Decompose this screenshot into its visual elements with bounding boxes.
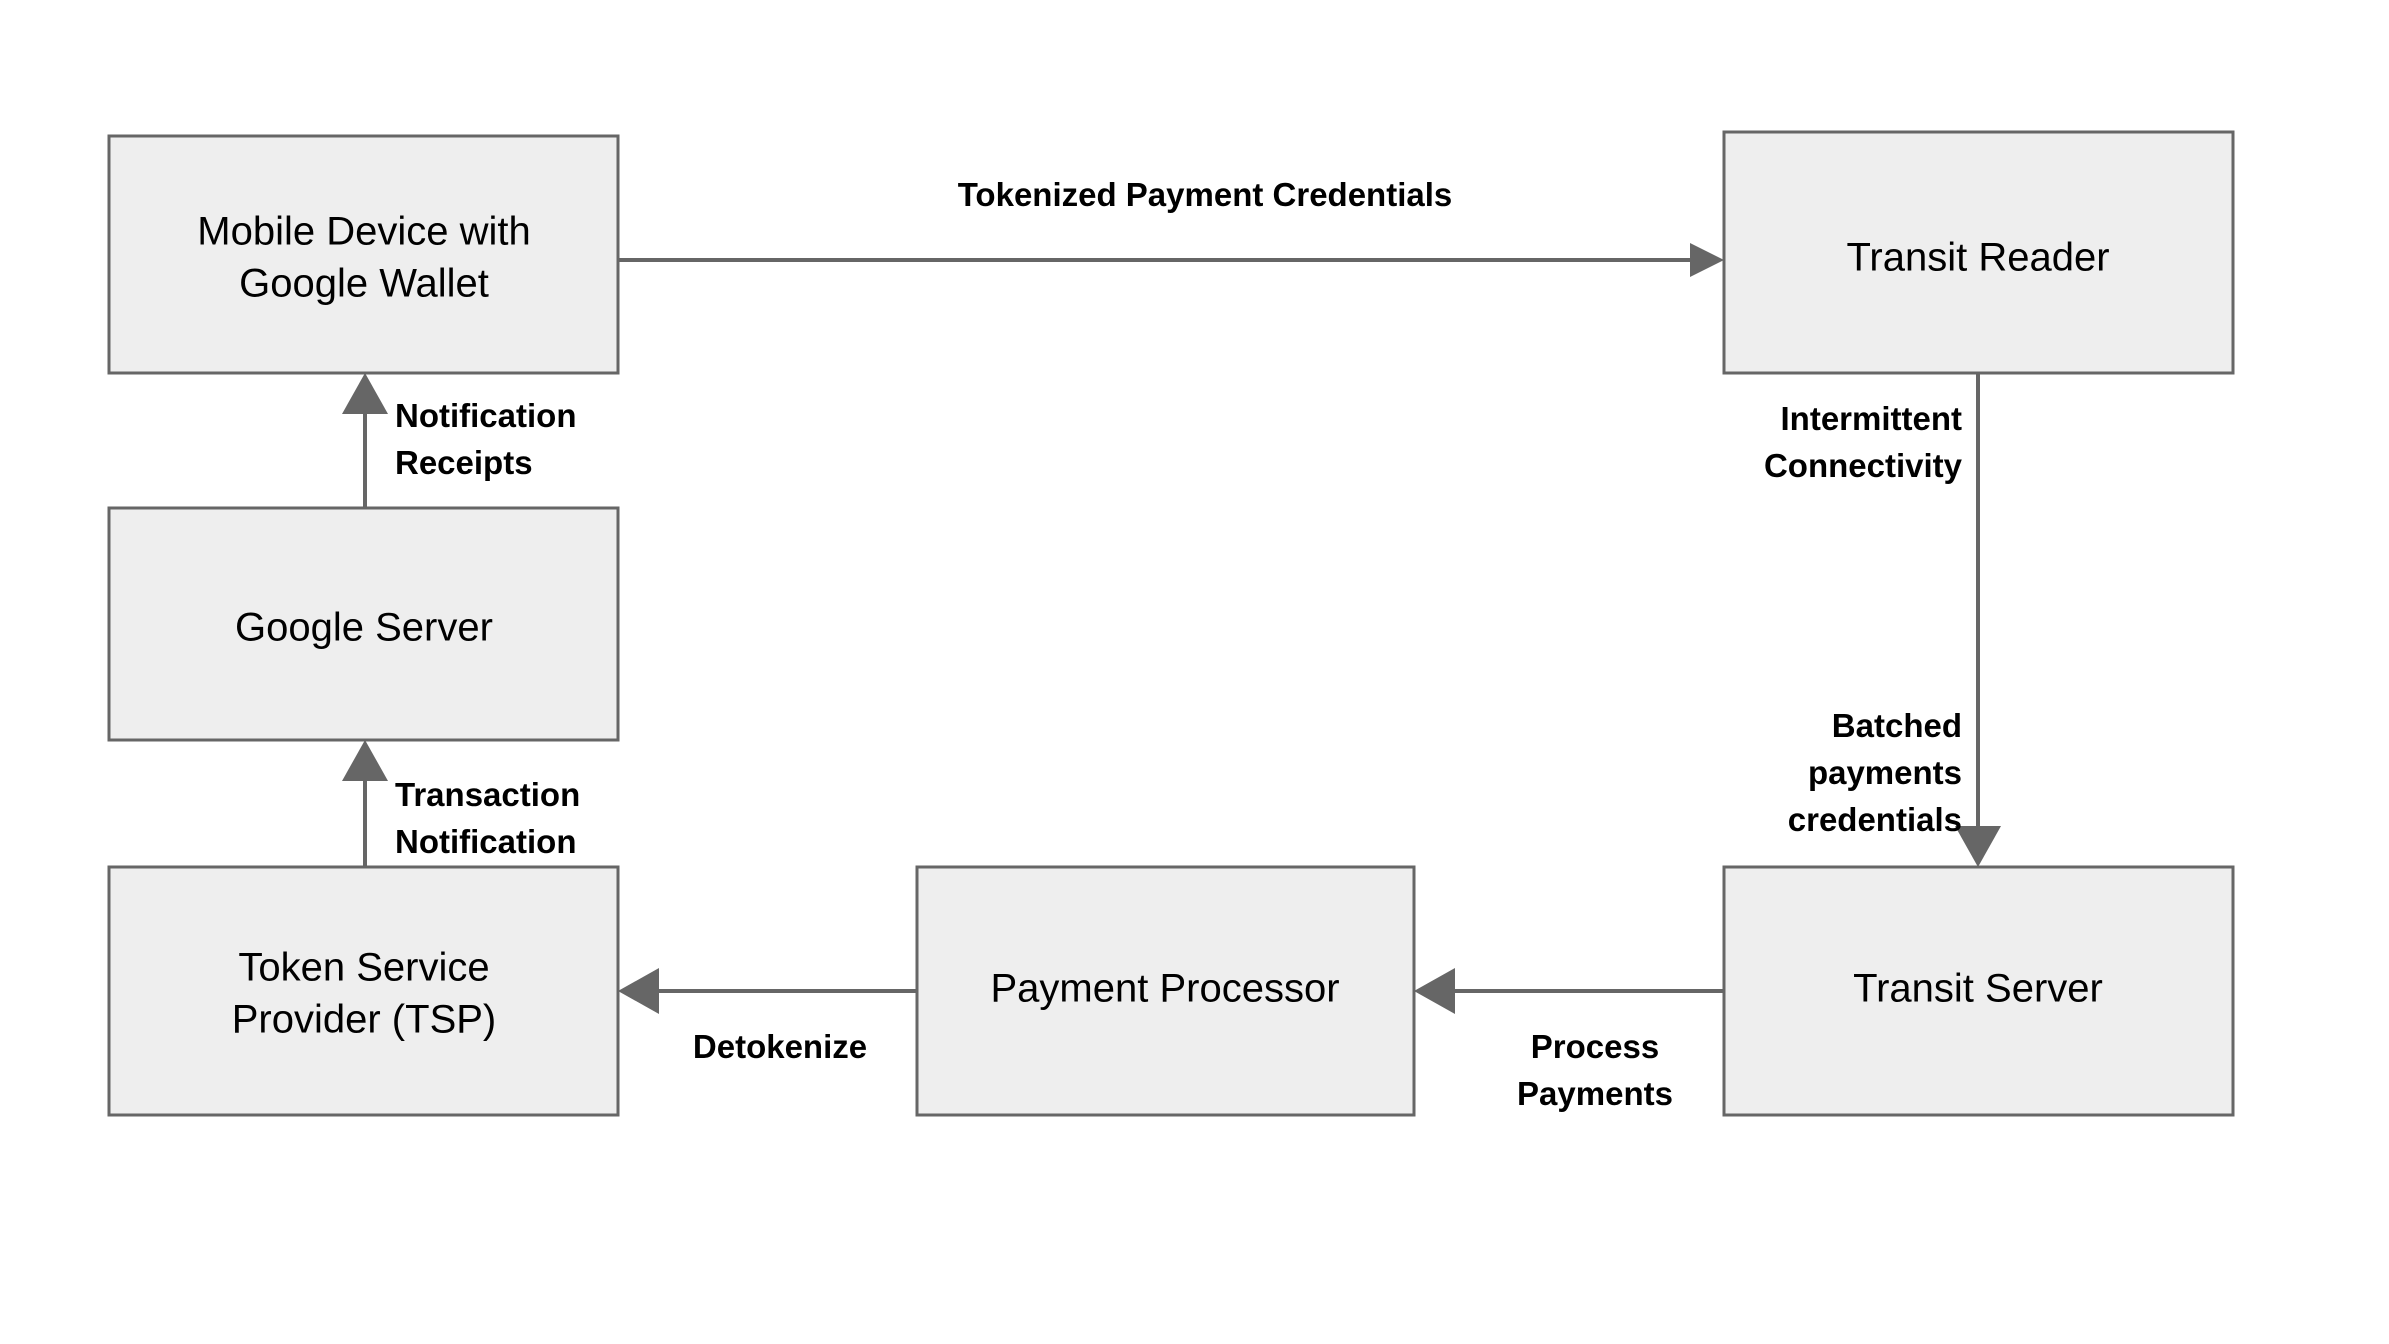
arrowhead-up-icon bbox=[342, 740, 388, 781]
edge-label-process-payments-line2: Payments bbox=[1517, 1075, 1673, 1112]
node-box-payment-processor[interactable] bbox=[915, 865, 1416, 1117]
node-mobile-device[interactable]: Mobile Device with Google Wallet bbox=[107, 134, 620, 375]
node-label-token-service-provider-line2: Provider (TSP) bbox=[232, 998, 497, 1042]
edge-label-detokenize: Detokenize bbox=[693, 1028, 867, 1065]
node-label-google-server: Google Server bbox=[235, 606, 493, 650]
edge-label-process-payments-line1: Process bbox=[1531, 1028, 1659, 1065]
node-payment-processor[interactable]: Payment Processor bbox=[915, 865, 1416, 1117]
edge-label-tokenized-payment-credentials: Tokenized Payment Credentials bbox=[958, 176, 1453, 213]
node-box-google-server[interactable] bbox=[107, 506, 620, 742]
node-transit-reader[interactable]: Transit Reader bbox=[1722, 130, 2235, 375]
edge-label-batched-payments-credentials-line2: payments bbox=[1808, 754, 1962, 791]
edge-process-payments: Process Payments bbox=[1414, 968, 1724, 1112]
node-box-transit-reader[interactable] bbox=[1722, 130, 2235, 375]
edge-tokenized-payment-credentials: Tokenized Payment Credentials bbox=[618, 176, 1724, 277]
edge-label-intermittent-connectivity-line1: Intermittent bbox=[1781, 400, 1963, 437]
node-label-payment-processor: Payment Processor bbox=[990, 967, 1339, 1011]
edge-label-transaction-notification-line2: Notification bbox=[395, 823, 576, 860]
arrowhead-down-icon bbox=[1955, 826, 2001, 867]
edge-label-batched-payments-credentials-line3: credentials bbox=[1788, 801, 1962, 838]
edge-label-transaction-notification-line1: Transaction bbox=[395, 776, 580, 813]
node-label-transit-reader: Transit Reader bbox=[1846, 236, 2109, 280]
edge-label-notification-receipts-line1: Notification bbox=[395, 397, 576, 434]
arrowhead-left-icon bbox=[1414, 968, 1455, 1014]
node-box-token-service-provider[interactable] bbox=[107, 865, 620, 1117]
node-label-mobile-device-line2: Google Wallet bbox=[239, 262, 489, 306]
arrowhead-up-icon bbox=[342, 373, 388, 414]
node-transit-server[interactable]: Transit Server bbox=[1722, 865, 2235, 1117]
edge-notification-receipts: Notification Receipts bbox=[342, 373, 576, 508]
node-label-token-service-provider-line1: Token Service bbox=[238, 946, 489, 990]
arrowhead-left-icon bbox=[618, 968, 659, 1014]
arrowhead-right-icon bbox=[1690, 243, 1724, 277]
node-token-service-provider[interactable]: Token Service Provider (TSP) bbox=[107, 865, 620, 1117]
node-box-mobile-device[interactable] bbox=[107, 134, 620, 375]
edge-detokenize: Detokenize bbox=[618, 968, 917, 1065]
edge-transit-reader-to-transit-server: Intermittent Connectivity Batched paymen… bbox=[1764, 373, 2001, 867]
node-box-transit-server[interactable] bbox=[1722, 865, 2235, 1117]
node-label-transit-server: Transit Server bbox=[1853, 967, 2103, 1011]
node-label-mobile-device-line1: Mobile Device with bbox=[197, 210, 530, 254]
node-google-server[interactable]: Google Server bbox=[107, 506, 620, 742]
edge-transaction-notification: Transaction Notification bbox=[342, 740, 580, 867]
edge-label-intermittent-connectivity-line2: Connectivity bbox=[1764, 447, 1963, 484]
edge-label-notification-receipts-line2: Receipts bbox=[395, 444, 533, 481]
edge-label-batched-payments-credentials-line1: Batched bbox=[1832, 707, 1962, 744]
